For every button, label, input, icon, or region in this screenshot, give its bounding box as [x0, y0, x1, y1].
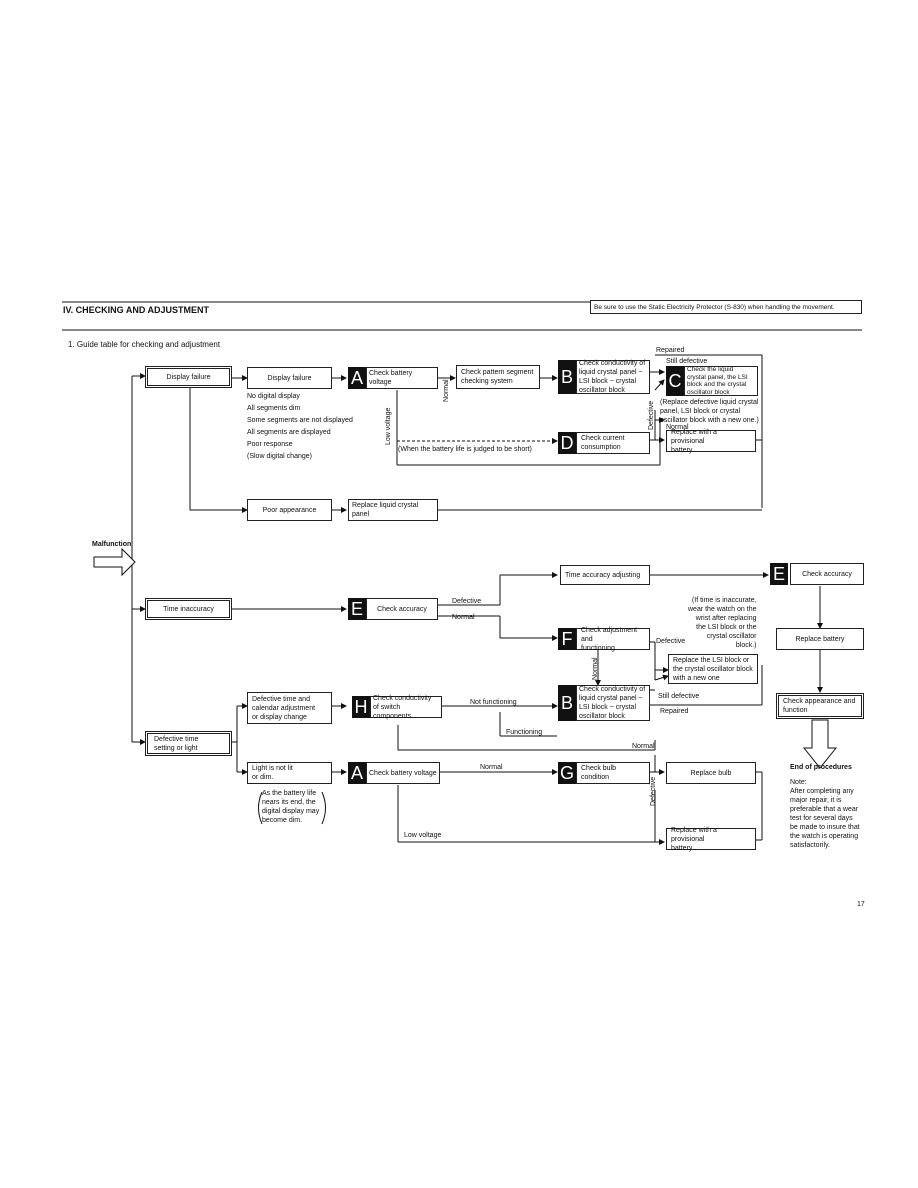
symptom-display-failure: Display failure [145, 366, 232, 388]
step-a-check-battery: Check battery voltage [366, 367, 438, 389]
label-normal: Normal [632, 743, 655, 750]
step-h-check-switch: Check conductivity of switch components [370, 695, 442, 720]
poor-appearance-box: Poor appearance [247, 499, 332, 521]
label-repaired: Repaired [660, 708, 689, 715]
step-letter-a: A [348, 367, 366, 389]
end-of-procedures: End of procedures [790, 764, 852, 771]
step-d-check-current: Check current consumption [576, 432, 650, 454]
label-not-functioning: Not functioning [470, 699, 517, 706]
sub-symptom: Some segments are not displayed [247, 417, 353, 424]
sub-symptom-list: No digital display All segments dim Some… [247, 392, 353, 461]
label-defective: Defective [656, 638, 686, 645]
replace-bulb-box: Replace bulb [666, 762, 756, 784]
step-letter-b: B [558, 360, 576, 394]
final-check-appearance: Check appearance and function [776, 693, 864, 719]
pattern-segment-box: Check pattern segment checking system [456, 365, 540, 389]
label-defective-vertical: Defective [650, 776, 657, 806]
label-functioning: Functioning [506, 729, 543, 736]
sub-symptom: (Slow digital change) [247, 453, 312, 460]
step-a-check-battery-2: Check battery voltage [366, 762, 440, 784]
step-letter-f: F [558, 628, 576, 650]
note-body: After completing any major repair, it is… [790, 788, 860, 849]
sub-symptom: All segments are displayed [247, 429, 331, 436]
step-letter-g: G [558, 762, 576, 784]
page-number: 17 [857, 901, 865, 908]
battery-short-note: (When the battery life is judged to be s… [398, 446, 532, 453]
label-repaired: Repaired [656, 347, 685, 354]
label-normal-vertical: Normal [592, 657, 599, 680]
step-letter-d: D [558, 432, 576, 454]
symptom-defective-time-setting: Defective time setting or light [145, 731, 232, 756]
section-title: IV. CHECKING AND ADJUSTMENT [63, 305, 210, 315]
step-f-check-adjustment: Check adjustment and functioning [576, 627, 650, 652]
step-letter-e-final: E [770, 563, 788, 585]
time-accuracy-adjusting-box: Time accuracy adjusting [560, 565, 650, 585]
inaccurate-note: (If time is inaccurate, wear the watch o… [688, 597, 757, 649]
sub-symptom: Poor response [247, 441, 293, 448]
label-low-voltage: Low voltage [404, 832, 442, 839]
step-g-check-bulb: Check bulb condition [576, 762, 650, 784]
label-normal: Normal [480, 764, 503, 771]
step-letter-b-2: B [558, 685, 576, 721]
label-defective-vertical: Defective [648, 400, 655, 430]
step-c-check-panel: Check the liquid crystal panel, the LSI … [684, 366, 758, 396]
step-letter-h: H [352, 696, 370, 718]
symptom-time-inaccuracy: Time inaccuracy [145, 598, 232, 620]
defective-calendar-box: Defective time and calendar adjustment o… [247, 692, 332, 724]
malfunction-label: Malfunction [92, 541, 132, 548]
step-e-check-accuracy: Check accuracy [366, 598, 438, 620]
label-low-voltage-vertical: Low voltage [385, 407, 392, 445]
final-replace-battery: Replace battery [776, 628, 864, 650]
label-still-defective: Still defective [658, 693, 700, 700]
display-failure-box: Display failure [247, 367, 332, 389]
step-letter-a-2: A [348, 762, 366, 784]
start-arrow-icon [94, 549, 136, 575]
replace-defective-note: (Replace defective liquid crystal panel,… [660, 399, 759, 424]
step-b-check-conductivity-2: Check conductivity of liquid crystal pan… [576, 685, 650, 721]
battery-life-note: As the battery life nears its end, the d… [262, 790, 320, 824]
note-title: Note: [790, 779, 807, 786]
sub-symptom: All segments dim [247, 405, 301, 412]
down-arrow-icon [804, 720, 836, 768]
label-normal-vertical: Normal [443, 379, 450, 402]
step-letter-e: E [348, 598, 366, 620]
final-check-accuracy: Check accuracy [790, 563, 864, 585]
replace-lcd-box: Replace liquid crystal panel [348, 499, 438, 521]
step-letter-c: C [666, 366, 684, 396]
static-warning-box: Be sure to use the Static Electricity Pr… [590, 300, 862, 314]
sub-symptom: No digital display [247, 393, 300, 400]
replace-lsi-box: Replace the LSI block or the crystal osc… [668, 654, 758, 684]
label-still-defective: Still defective [666, 358, 708, 365]
guide-subtitle: 1. Guide table for checking and adjustme… [68, 340, 221, 349]
label-defective: Defective [452, 598, 482, 605]
label-normal: Normal [452, 614, 475, 621]
replace-provisional-battery-1: Replace with a provisional battery [666, 429, 756, 454]
label-normal: Normal [666, 424, 689, 431]
replace-provisional-battery-2: Replace with a provisional battery [666, 827, 756, 852]
light-not-lit-box: Light is not lit or dim. [247, 762, 332, 784]
step-b-check-conductivity: Check conductivity of liquid crystal pan… [576, 360, 650, 394]
